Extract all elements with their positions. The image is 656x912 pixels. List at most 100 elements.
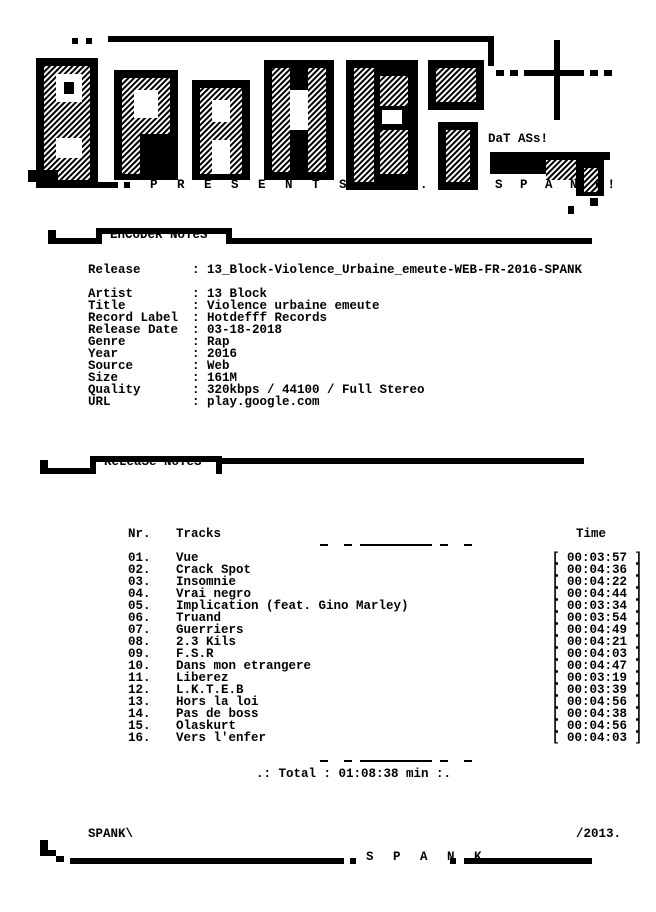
track-time: [ 00:04:38 ] [552, 707, 643, 721]
track-title: Implication (feat. Gino Marley) [176, 599, 409, 613]
track-number: 14. [128, 707, 151, 721]
header-rule-edge [90, 456, 96, 474]
field-row: Genre:Rap [0, 335, 656, 349]
track-row: 14.Pas de boss[ 00:04:38 ] [0, 707, 656, 721]
track-row: 08.2.3 Kils[ 00:04:21 ] [0, 635, 656, 649]
track-number: 01. [128, 551, 151, 565]
footer-rule-dot [450, 858, 456, 864]
field-label: Source [88, 359, 134, 373]
track-number: 06. [128, 611, 151, 625]
field-label: Record Label [88, 311, 179, 325]
field-value: play.google.com [207, 395, 320, 409]
field-colon: : [192, 335, 200, 349]
track-row: 02.Crack Spot[ 00:04:36 ] [0, 563, 656, 577]
field-value: 161M [207, 371, 238, 385]
track-title: Truand [176, 611, 222, 625]
track-row: 04.Vrai negro[ 00:04:44 ] [0, 587, 656, 601]
footer-right: /2013. [576, 827, 622, 841]
footer-rule-left [70, 858, 344, 864]
track-time: [ 00:03:34 ] [552, 599, 643, 613]
track-row: 06. Truand [ 00:03:54 ] [0, 611, 656, 625]
track-row: 11.Liberez[ 00:03:19 ] [0, 671, 656, 685]
field-label: Release Date [88, 323, 179, 337]
track-row: 12. L.K.T.E.B [ 00:03:39 ] [0, 683, 656, 697]
field-value: 13 Block [207, 287, 268, 301]
track-time: [ 00:04:03 ] [552, 647, 643, 661]
footer-rule [40, 850, 56, 856]
footer-bracket [40, 840, 48, 856]
field-value: 2016 [207, 347, 238, 361]
header-rule-edge [216, 456, 222, 474]
release-value: 13_Block-Violence_Urbaine_emeute-WEB-FR-… [207, 263, 583, 277]
track-title: Vers l'enfer [176, 731, 267, 745]
track-time: [ 00:03:19 ] [552, 671, 643, 685]
footer-rule-dot [350, 858, 356, 864]
track-row: 10.Dans mon etrangere[ 00:04:47 ] [0, 659, 656, 673]
field-colon: : [192, 311, 200, 325]
field-row: Source: Web [0, 359, 656, 373]
total-duration: .: Total : 01:08:38 min :. [256, 767, 452, 781]
track-number: 08. [128, 635, 151, 649]
track-number: 05. [128, 599, 151, 613]
track-time: [ 00:04:44 ] [552, 587, 643, 601]
header-rule-edge [226, 228, 232, 244]
track-row: 16. Vers l'enfer [ 00:04:03 ] [0, 731, 656, 745]
col-tracks: Tracks [176, 527, 222, 541]
header-rule-top [96, 228, 232, 234]
footer-brand: S P A N K [366, 850, 488, 864]
logo-group: S P A N K! [495, 178, 621, 192]
track-title: L.K.T.E.B [176, 683, 244, 697]
track-time: [ 00:04:49 ] [552, 623, 643, 637]
field-value: Violence urbaine emeute [207, 299, 380, 313]
track-number: 11. [128, 671, 151, 685]
field-row: Quality:320kbps / 44100 / Full Stereo [0, 383, 656, 397]
field-row: Release Date:03-18-2018 [0, 323, 656, 337]
track-title: Insomnie [176, 575, 237, 589]
field-label: Genre [88, 335, 126, 349]
track-title: Hors la loi [176, 695, 259, 709]
track-number: 12. [128, 683, 151, 697]
track-row: 13.Hors la loi[ 00:04:56 ] [0, 695, 656, 709]
track-row: 03.Insomnie[ 00:04:22 ] [0, 575, 656, 589]
track-title: Olaskurt [176, 719, 237, 733]
field-label: Quality [88, 383, 141, 397]
track-time: [ 00:04:22 ] [552, 575, 643, 589]
track-title: Dans mon etrangere [176, 659, 312, 673]
track-number: 16. [128, 731, 151, 745]
field-value: 320kbps / 44100 / Full Stereo [207, 383, 425, 397]
field-row: URL:play.google.com [0, 395, 656, 409]
footer-left: SPANK\ [88, 827, 134, 841]
track-title: Crack Spot [176, 563, 252, 577]
release-label: Release [88, 263, 141, 277]
field-colon: : [192, 299, 200, 313]
encoder-notes-title: EnCoDeR NoTeS [110, 228, 208, 242]
track-time: [ 00:04:47 ] [552, 659, 643, 673]
track-number: 13. [128, 695, 151, 709]
track-title: 2.3 Kils [176, 635, 237, 649]
spank-logo [28, 30, 628, 224]
track-row: 07.Guerriers[ 00:04:49 ] [0, 623, 656, 637]
track-time: [ 00:03:54 ] [552, 611, 643, 625]
logo-presents: P R E S E N T S . . . [150, 178, 434, 192]
field-value: Hotdefff Records [207, 311, 328, 325]
header-rule-right [232, 238, 592, 244]
field-row: Artist:13 Block [0, 287, 656, 301]
field-row: Size:161M [0, 371, 656, 385]
track-row: 09.F.S.R[ 00:04:03 ] [0, 647, 656, 661]
field-row: Record Label: Hotdefff Records [0, 311, 656, 325]
field-colon: : [192, 359, 200, 373]
header-rule-left [40, 468, 90, 474]
field-colon: : [192, 347, 200, 361]
track-row: 15.Olaskurt[ 00:04:56 ] [0, 719, 656, 733]
release-colon: : [192, 263, 200, 277]
track-row: 01.Vue[ 00:03:57 ] [0, 551, 656, 565]
field-value: Web [207, 359, 230, 373]
field-row: Title:Violence urbaine emeute [0, 299, 656, 313]
track-time: [ 00:04:03 ] [552, 731, 643, 745]
track-number: 09. [128, 647, 151, 661]
track-title: Guerriers [176, 623, 244, 637]
track-time: [ 00:04:56 ] [552, 719, 643, 733]
track-time: [ 00:03:39 ] [552, 683, 643, 697]
field-value: 03-18-2018 [207, 323, 283, 337]
track-title: Vue [176, 551, 199, 565]
